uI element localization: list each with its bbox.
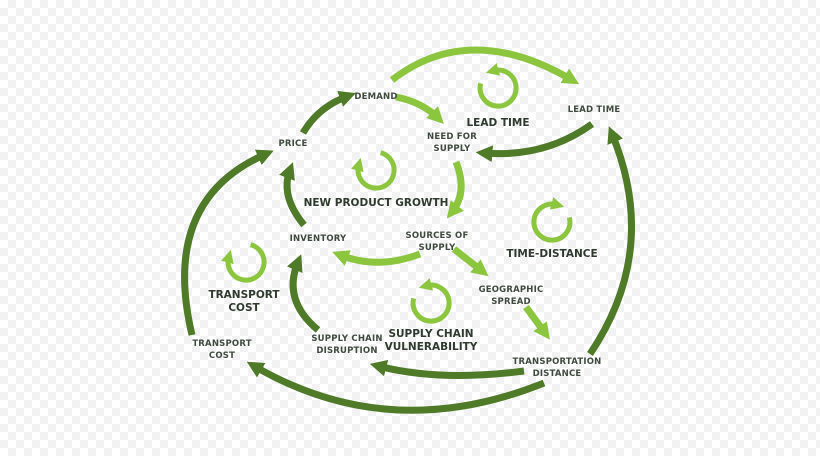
arrow-price-to-demand [299, 91, 356, 135]
node-sources-of-supply-line1: SOURCES OF [406, 231, 469, 241]
node-geographic-spread-line1: GEOGRAPHIC [479, 285, 544, 295]
circular-arrow-icon [221, 242, 267, 283]
arrow-geographic-spread-to-transportation-distance [523, 304, 550, 340]
node-inventory: INVENTORY [290, 234, 347, 244]
node-supply-chain-disruption-line2: DISRUPTION [316, 346, 377, 356]
arrow-distance-to-disruption [369, 359, 525, 379]
loop-title-supply-chain-vulnerability-line2: VULNERABILITY [385, 341, 478, 353]
node-transport-cost-line2: COST [209, 351, 235, 361]
node-transport-cost-line1: TRANSPORT [192, 339, 251, 349]
arrow-demand-to-need-for-supply [395, 93, 444, 124]
loop-title-supply-chain-vulnerability-line1: SUPPLY CHAIN [388, 328, 473, 340]
arrow-lead-time-to-need-for-supply [475, 121, 595, 163]
node-price: PRICE [279, 139, 308, 149]
loop-title-lead-time: LEAD TIME [466, 117, 529, 129]
arrow-sources-of-supply-to-inventory [332, 250, 422, 266]
arrow-disruption-to-inventory [287, 254, 321, 333]
arrow-distance-to-transport-cost [246, 361, 546, 414]
arrow-inventory-to-price [279, 162, 307, 228]
node-demand: DEMAND [354, 92, 397, 102]
node-sources-of-supply-line2: SUPPLY [419, 243, 457, 253]
arrow-demand-to-lead-time [389, 46, 580, 85]
node-transportation-distance-line2: DISTANCE [533, 369, 582, 379]
node-need-for-supply-line2: SUPPLY [434, 144, 472, 154]
node-supply-chain-disruption-line1: SUPPLY CHAIN [311, 334, 382, 344]
node-need-for-supply-line1: NEED FOR [427, 132, 477, 142]
arrow-transport-cost-to-price [181, 149, 274, 336]
loop-title-time-distance: TIME-DISTANCE [506, 248, 597, 260]
circular-arrow-icon [410, 278, 452, 324]
circular-arrow-icon [351, 150, 397, 191]
circular-arrow-icon [531, 197, 573, 243]
arrow-need-for-supply-to-sources-of-supply [446, 160, 465, 219]
node-transportation-distance-line1: TRANSPORTATION [513, 357, 602, 367]
node-geographic-spread-line2: SPREAD [491, 297, 531, 307]
loop-title-transport-cost-line1: TRANSPORT [208, 289, 280, 301]
loop-title-transport-cost-line2: COST [228, 302, 260, 314]
arrow-distance-to-lead-time [587, 126, 635, 356]
node-lead-time: LEAD TIME [568, 105, 621, 115]
arrow-sources-of-supply-to-geographic-spread [451, 246, 489, 277]
circular-arrow-icon [477, 63, 519, 109]
loop-title-new-product-growth: NEW PRODUCT GROWTH [304, 197, 449, 209]
